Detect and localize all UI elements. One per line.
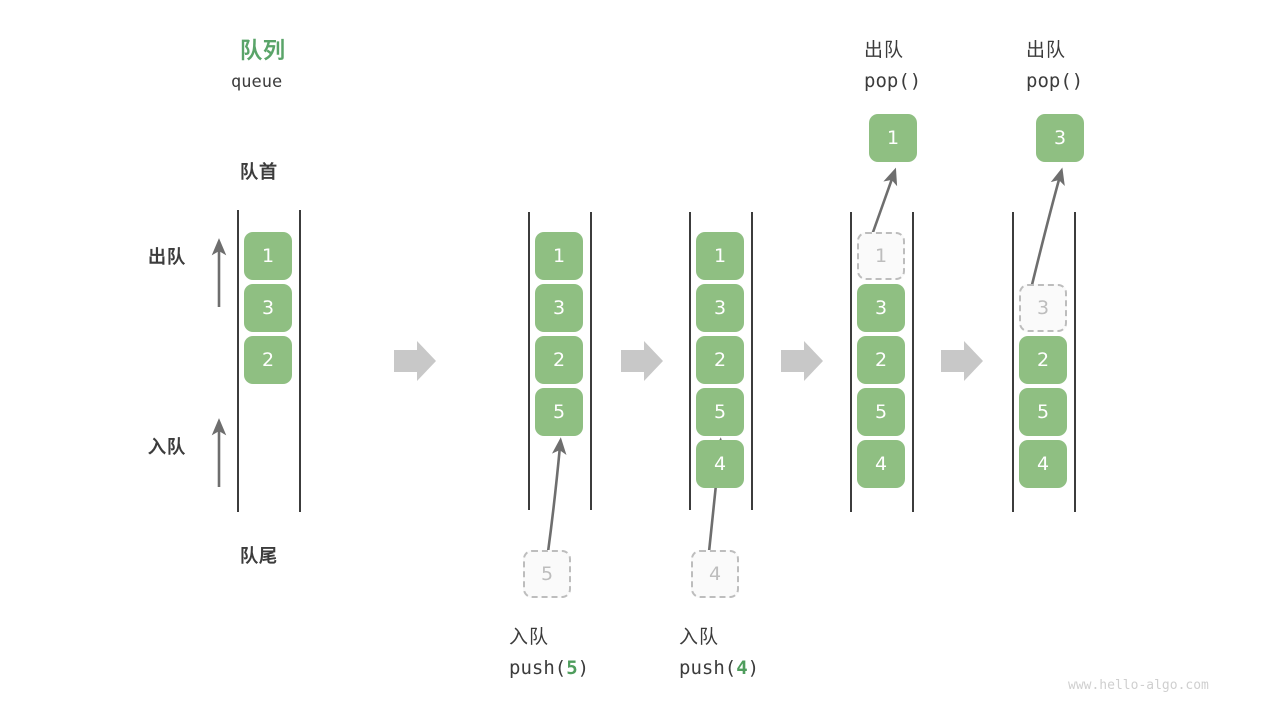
push-5-code-prefix: push( bbox=[509, 657, 567, 679]
step-arrow-3 bbox=[781, 341, 823, 381]
rail-right bbox=[299, 210, 301, 512]
pop-3-arrow bbox=[1028, 167, 1065, 294]
front-label: 队首 bbox=[240, 162, 278, 182]
queue-cell: 4 bbox=[857, 440, 905, 488]
push-4-caption-code: push(4) bbox=[679, 657, 759, 679]
queue-cell: 4 bbox=[696, 440, 744, 488]
incoming-ghost-cell: 4 bbox=[691, 550, 739, 598]
queue-cell: 3 bbox=[244, 284, 292, 332]
rail-left bbox=[1012, 212, 1014, 512]
rail-left bbox=[237, 210, 239, 512]
step-arrow-1 bbox=[394, 341, 436, 381]
rail-right bbox=[1074, 212, 1076, 512]
queue-cell: 5 bbox=[1019, 388, 1067, 436]
queue-cell: 2 bbox=[1019, 336, 1067, 384]
rail-left bbox=[689, 212, 691, 510]
enqueue-direction-label: 入队 bbox=[148, 437, 186, 457]
rail-right bbox=[751, 212, 753, 510]
watermark: www.hello-algo.com bbox=[1068, 678, 1209, 693]
rear-label: 队尾 bbox=[240, 546, 278, 566]
push-4-caption-cn: 入队 bbox=[679, 627, 720, 648]
queue-cell: 2 bbox=[244, 336, 292, 384]
push-4-code-prefix: push( bbox=[679, 657, 737, 679]
queue-cell: 1 bbox=[696, 232, 744, 280]
page-title-en: queue bbox=[231, 72, 283, 92]
incoming-ghost-cell: 5 bbox=[523, 550, 571, 598]
step-arrow-4 bbox=[941, 341, 983, 381]
queue-cell: 5 bbox=[696, 388, 744, 436]
popped-cell: 3 bbox=[1036, 114, 1084, 162]
dequeue-direction-label: 出队 bbox=[148, 247, 186, 267]
push-5-arrow bbox=[546, 437, 567, 553]
queue-cell: 2 bbox=[535, 336, 583, 384]
page-title-cn: 队列 bbox=[240, 38, 287, 63]
queue-cell: 2 bbox=[696, 336, 744, 384]
pop-1-caption-cn: 出队 bbox=[864, 40, 905, 61]
queue-cell: 4 bbox=[1019, 440, 1067, 488]
pop-1-arrow bbox=[870, 167, 898, 236]
pop-3-caption-cn: 出队 bbox=[1026, 40, 1067, 61]
push-4-code-number: 4 bbox=[736, 657, 748, 679]
pop-1-caption-code: pop() bbox=[864, 70, 922, 92]
push-5-code-number: 5 bbox=[566, 657, 578, 679]
rail-left bbox=[850, 212, 852, 512]
queue-cell: 3 bbox=[696, 284, 744, 332]
rail-left bbox=[528, 212, 530, 510]
queue-cell: 5 bbox=[535, 388, 583, 436]
rail-right bbox=[590, 212, 592, 510]
push-5-caption-code: push(5) bbox=[509, 657, 589, 679]
queue-cell: 3 bbox=[535, 284, 583, 332]
pop-3-caption-code: pop() bbox=[1026, 70, 1084, 92]
queue-cell-removed: 1 bbox=[857, 232, 905, 280]
push-4-code-suffix: ) bbox=[747, 657, 760, 679]
step-arrow-2 bbox=[621, 341, 663, 381]
popped-cell: 1 bbox=[869, 114, 917, 162]
queue-cell-removed: 3 bbox=[1019, 284, 1067, 332]
push-5-caption-cn: 入队 bbox=[509, 627, 550, 648]
queue-cell: 5 bbox=[857, 388, 905, 436]
queue-cell: 2 bbox=[857, 336, 905, 384]
push-5-code-suffix: ) bbox=[577, 657, 590, 679]
queue-cell: 1 bbox=[244, 232, 292, 280]
queue-cell: 3 bbox=[857, 284, 905, 332]
queue-cell: 1 bbox=[535, 232, 583, 280]
rail-right bbox=[912, 212, 914, 512]
